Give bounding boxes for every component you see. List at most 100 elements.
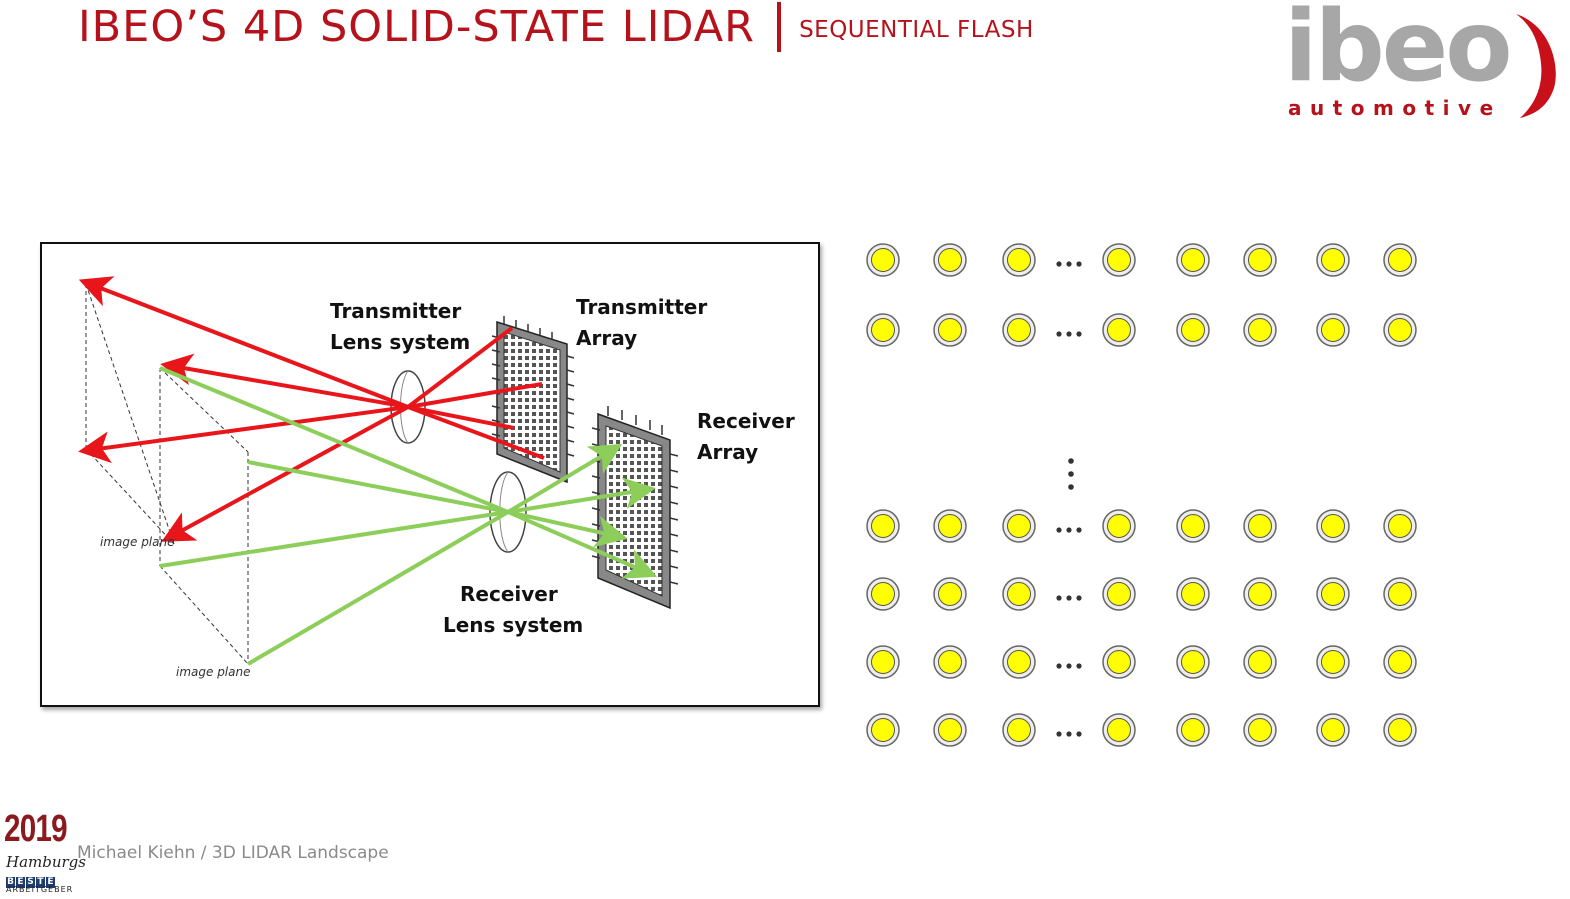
horizontal-ellipsis-dot [1076,731,1082,737]
emitter-dot [1007,718,1031,742]
emitter-dot [1181,718,1205,742]
label-image-plane-1: image plane [100,535,174,549]
emitter-dot [1107,650,1131,674]
emitter-dot [938,650,962,674]
label-rx-array-2: Array [697,440,758,464]
emitter-dot [1321,650,1345,674]
vertical-ellipsis-icon [1068,458,1074,490]
receiver-array-chip [591,406,679,610]
emitter-dot [1107,718,1131,742]
emitter-dot [938,514,962,538]
horizontal-ellipsis-dot [1076,331,1082,337]
emitter-dot [1321,318,1345,342]
horizontal-ellipsis-dot [1066,527,1072,533]
emitter-dot [938,582,962,606]
emitter-dot [1321,248,1345,272]
optics-svg: Transmitter Lens system Transmitter Arra… [78,276,795,679]
emitter-dot [1007,514,1031,538]
horizontal-ellipsis-dot [1076,261,1082,267]
emitter-dot [871,248,895,272]
receive-rays [159,366,658,666]
emitter-dot [1321,718,1345,742]
horizontal-ellipsis-dot [1076,663,1082,669]
emitter-dot [1181,582,1205,606]
emitter-dot [1181,318,1205,342]
emitter-dot [1321,514,1345,538]
badge-letter: B [6,877,15,888]
badge-letter: S [26,877,35,888]
emitter-dot [871,514,895,538]
horizontal-ellipsis-dot [1066,261,1072,267]
label-tx-lens-1: Transmitter [330,299,461,323]
label-rx-array-1: Receiver [697,409,795,433]
logo-wordmark: ibeo [1284,0,1513,104]
image-plane-far [85,283,249,665]
emitter-dot [871,318,895,342]
emitter-dot [1007,318,1031,342]
slide-header: IBEO’S 4D SOLID-STATE LIDAR SEQUENTIAL FL… [78,2,1034,62]
employer-badge-city: Hamburgs [6,853,86,871]
emitter-dot [871,718,895,742]
slide-subtitle: SEQUENTIAL FLASH [799,17,1034,43]
emitter-dot [1248,514,1272,538]
employer-badge-year: 2019 [4,808,68,850]
slide-title: IBEO’S 4D SOLID-STATE LIDAR [78,2,756,52]
emitter-dot-grid [866,243,1417,747]
horizontal-ellipsis-dot [1056,331,1062,337]
emitter-dot [1388,318,1412,342]
emitter-dot [1107,318,1131,342]
horizontal-ellipsis-dot [1076,527,1082,533]
emitter-dot [938,248,962,272]
label-rx-lens-2: Lens system [443,613,583,637]
label-tx-lens-2: Lens system [330,330,470,354]
emitter-dot [1388,248,1412,272]
horizontal-ellipsis-dot [1056,261,1062,267]
label-tx-array-2: Array [576,326,637,350]
horizontal-ellipsis-dot [1056,731,1062,737]
horizontal-ellipsis-dot [1056,663,1062,669]
label-tx-array-1: Transmitter [576,295,707,319]
employer-badge-label: ARBEITGEBER [6,885,74,894]
horizontal-ellipsis-dot [1076,595,1082,601]
badge-letter: T [36,877,45,888]
emitter-dot [1248,582,1272,606]
horizontal-ellipsis-dot [1056,527,1062,533]
emitter-dot [1007,248,1031,272]
horizontal-ellipsis-dot [1066,731,1072,737]
emitter-dot [1107,248,1131,272]
emitter-dot [1248,650,1272,674]
emitter-dot [1388,582,1412,606]
emitter-dot [1007,650,1031,674]
emitter-dot [1248,718,1272,742]
emitter-dot [1007,582,1031,606]
emitter-dot [1248,248,1272,272]
emitter-dot [938,718,962,742]
logo-arc-icon [1516,14,1556,118]
horizontal-ellipsis-dot [1066,663,1072,669]
emitter-dot [1107,514,1131,538]
emitter-dot [1181,514,1205,538]
label-rx-lens-1: Receiver [460,582,558,606]
emitter-dot [1107,582,1131,606]
emitter-dot [1321,582,1345,606]
emitter-dot [871,650,895,674]
transmitter-array-chip [491,316,575,484]
emitter-dot [871,582,895,606]
emitter-dot [1248,318,1272,342]
emitter-dot [1181,650,1205,674]
emitter-dot [1181,248,1205,272]
footer-credit: Michael Kiehn / 3D LIDAR Landscape [77,843,389,863]
logo-tagline: automotive [1288,96,1502,120]
label-image-plane-2: image plane [176,665,250,679]
horizontal-ellipsis-dot [1066,331,1072,337]
emitter-dot [1388,718,1412,742]
horizontal-ellipsis-dot [1066,595,1072,601]
emitter-dot [1388,514,1412,538]
badge-letter: E [46,877,55,888]
badge-letter: E [16,877,25,888]
horizontal-ellipsis-dot [1056,595,1062,601]
lidar-optics-diagram: Transmitter Lens system Transmitter Arra… [40,242,820,707]
ibeo-logo: ibeo automotive [1280,0,1565,124]
emitter-dot [1388,650,1412,674]
